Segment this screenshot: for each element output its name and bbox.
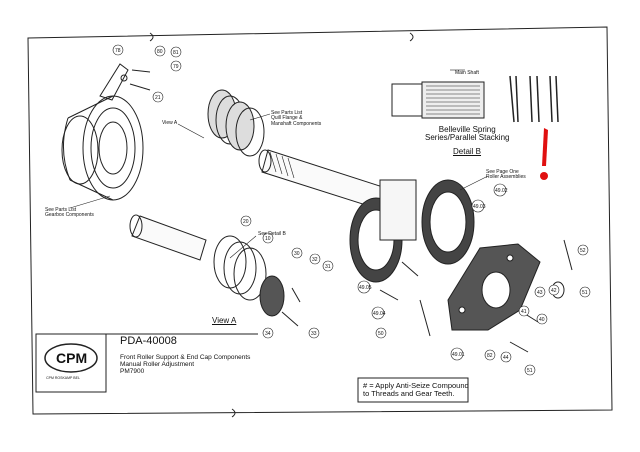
svg-text:30: 30 — [294, 251, 300, 257]
svg-text:51: 51 — [527, 368, 533, 374]
see-parts-quill-line-1: See Parts List — [271, 110, 303, 116]
see-parts-gearbox-line-1: See Parts List — [45, 207, 77, 213]
svg-text:49.02: 49.02 — [495, 188, 508, 194]
svg-text:49.01: 49.01 — [452, 352, 465, 358]
note-line-2: to Threads and Gear Teeth. — [363, 388, 455, 398]
view-a-pointer-label: View A — [162, 120, 178, 126]
svg-text:50: 50 — [378, 331, 384, 337]
svg-text:82: 82 — [487, 353, 493, 359]
roller-assemblies — [349, 179, 475, 283]
svg-text:78: 78 — [115, 48, 121, 54]
belleville-line-2: Series/Parallel Stacking — [425, 133, 510, 143]
see-parts-list-gearbox: See Parts List Gearbox Components — [45, 207, 94, 219]
callout-numbers: 78 80 81 79 21 20 10 30 32 31 34 33 49.0… — [115, 48, 588, 374]
see-page-line-1: See Page One — [486, 169, 519, 175]
svg-text:10: 10 — [265, 236, 271, 242]
punch-mark-top — [149, 32, 154, 42]
red-exclamation-mark — [540, 128, 548, 180]
end-cap — [447, 243, 541, 331]
svg-text:80: 80 — [157, 49, 163, 55]
punch-mark-top-2 — [409, 32, 414, 42]
see-parts-gearbox-line-2: Gearbox Components — [45, 212, 94, 219]
part-number: PDA-40008 — [120, 335, 177, 347]
belleville-line-1: Belleville Spring — [438, 125, 496, 134]
svg-text:20: 20 — [243, 219, 249, 225]
svg-text:CPM: CPM — [56, 350, 87, 366]
svg-text:49.03: 49.03 — [473, 204, 486, 210]
svg-text:79: 79 — [173, 64, 179, 70]
leader-lines — [69, 113, 489, 259]
svg-text:31: 31 — [325, 264, 331, 270]
svg-text:42: 42 — [551, 288, 557, 294]
see-page-one: See Page One Roller Assemblies — [486, 169, 526, 181]
detail-b-label: Detail B — [453, 147, 482, 156]
see-detail-b-label: See Detail B — [258, 231, 286, 237]
callout-balloons — [112, 44, 591, 376]
main-shaft-label: Main Shaft — [455, 70, 479, 76]
description-line-3: PM7900 — [120, 367, 145, 375]
see-parts-quill-line-3: Manshaft Components — [271, 120, 322, 127]
svg-text:49.05: 49.05 — [359, 285, 372, 291]
svg-text:40: 40 — [539, 317, 545, 323]
svg-text:32: 32 — [312, 257, 318, 263]
svg-text:43: 43 — [537, 290, 543, 296]
bearing-rings — [207, 89, 265, 157]
view-a-parts — [129, 214, 301, 327]
see-parts-quill-line-2: Quill Flange & — [271, 115, 303, 122]
main-shaft-detail — [391, 69, 559, 123]
gearbox-housing — [61, 95, 144, 201]
view-a-label: View A — [212, 316, 237, 325]
svg-text:52: 52 — [580, 248, 586, 254]
company-name: CPM ROSKAMP BEL — [46, 376, 80, 380]
description-line-2: Manual Roller Adjustment — [120, 360, 195, 368]
svg-text:44: 44 — [503, 355, 509, 361]
svg-text:81: 81 — [173, 50, 179, 56]
svg-text:41: 41 — [521, 309, 527, 315]
belleville-title: Belleville Spring Series/Parallel Stacki… — [425, 125, 510, 143]
anti-seize-note: # = Apply Anti-Seize Compound to Threads… — [363, 382, 469, 398]
see-page-line-2: Roller Assemblies — [486, 174, 526, 181]
note-line-1: # = Apply Anti-Seize Compound — [363, 381, 469, 390]
svg-text:51: 51 — [582, 290, 588, 296]
drawing-border — [27, 26, 613, 415]
drawing-description: Front Roller Support & End Cap Component… — [120, 354, 251, 375]
svg-text:21: 21 — [155, 95, 161, 101]
see-parts-list-quill: See Parts List Quill Flange & Manshaft C… — [271, 110, 322, 127]
company-logo: CPM — [44, 343, 98, 373]
punch-mark-bottom — [231, 408, 236, 418]
svg-text:34: 34 — [265, 331, 271, 337]
title-block — [35, 333, 469, 403]
svg-text:33: 33 — [311, 331, 317, 337]
description-line-1: Front Roller Support & End Cap Component… — [120, 354, 251, 361]
svg-text:49.04: 49.04 — [373, 311, 386, 317]
adjustment-linkage — [99, 63, 151, 101]
